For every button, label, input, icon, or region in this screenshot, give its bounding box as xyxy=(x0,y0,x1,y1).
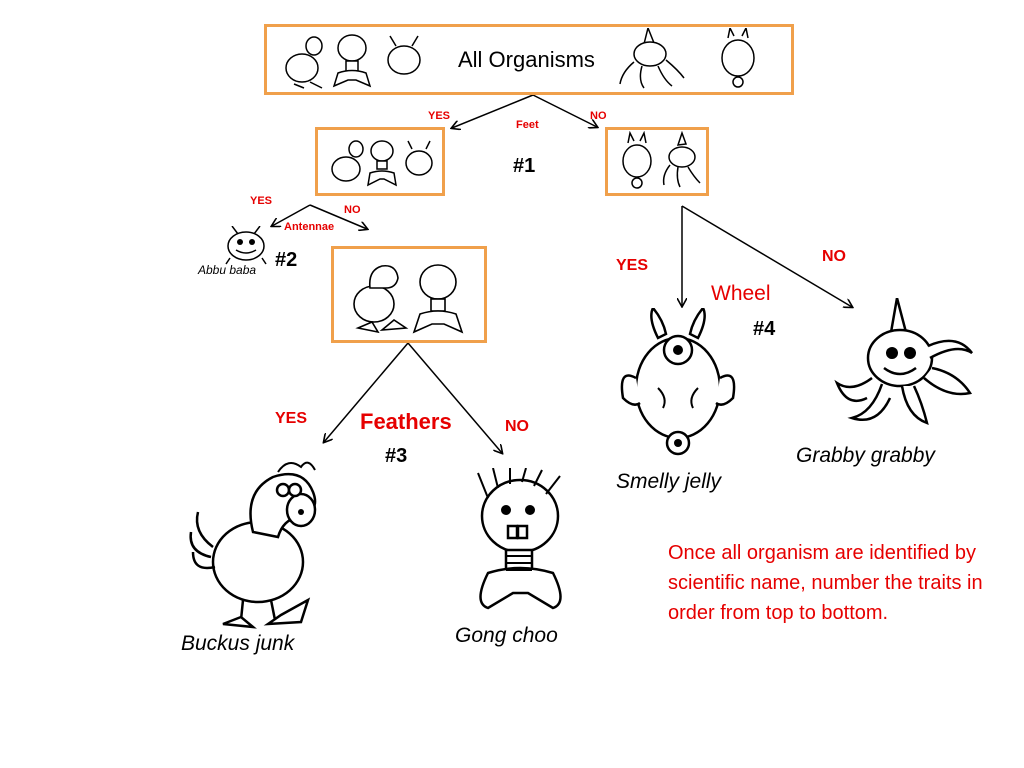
arrow-feet-yes xyxy=(272,204,311,226)
feathers-trait-label: Feathers xyxy=(360,409,452,434)
feet-trait-label: Feet xyxy=(516,119,539,131)
antennae-trait-label: Antennae xyxy=(284,221,335,233)
root-title: All Organisms xyxy=(458,47,595,72)
arrow-wheel-no xyxy=(681,205,852,307)
antennae-no-box xyxy=(331,246,487,343)
organism-name-grabby-grabby: Grabby grabby xyxy=(796,444,935,467)
feet-yes-label: YES xyxy=(428,110,451,122)
octopus-unicorn-icon xyxy=(834,298,973,425)
feathers-yes-label: YES xyxy=(275,410,308,427)
root-wheeled-creature-icon xyxy=(721,28,755,88)
wheel-trait-label: Wheel xyxy=(711,282,771,305)
node-number-3: #3 xyxy=(385,445,408,467)
bird-creature-icon xyxy=(189,461,317,629)
arrow-feet-no xyxy=(309,204,367,229)
node-number-2: #2 xyxy=(275,249,298,271)
wheel-no-label: NO xyxy=(822,248,846,265)
node-number-4: #4 xyxy=(753,318,776,340)
node-number-1: #1 xyxy=(513,155,536,177)
organism-name-smelly-jelly: Smelly jelly xyxy=(616,470,722,493)
root-octopus-creature-icon xyxy=(619,28,685,89)
instruction-note: Once all organism are identified by scie… xyxy=(668,542,983,624)
arrow-feathers-no xyxy=(407,342,502,453)
antenna-creature-icon xyxy=(225,226,267,265)
root-bird-creature-icon xyxy=(285,36,323,89)
feet-no-box xyxy=(605,127,709,196)
antennae-no-label: NO xyxy=(344,204,361,216)
antennae-no-thumbnails xyxy=(353,264,464,334)
wheel-yes-label: YES xyxy=(616,257,649,274)
shaggy-hair-creature-icon xyxy=(477,468,562,610)
root-thumbnails xyxy=(285,28,755,89)
arrow-root-no xyxy=(532,94,597,127)
root-shaggy-creature-icon xyxy=(332,34,372,88)
feet-yes-thumbnails xyxy=(331,140,433,187)
organism-name-gong-choo: Gong choo xyxy=(455,624,558,647)
root-box xyxy=(264,24,794,95)
organism-name-abbu-baba: Abbu baba xyxy=(198,263,257,277)
feet-no-thumbnails xyxy=(622,131,701,189)
arrow-feathers-yes xyxy=(324,342,409,442)
arrow-root-yes xyxy=(452,94,534,128)
wheeled-horned-creature-icon xyxy=(620,308,736,456)
feathers-no-label: NO xyxy=(505,418,529,435)
root-antenna-creature-icon xyxy=(387,35,421,75)
feet-no-label: NO xyxy=(590,110,607,122)
feet-yes-box xyxy=(315,127,445,196)
organism-name-buckus-junk: Buckus junk xyxy=(181,632,295,655)
antennae-yes-label: YES xyxy=(250,195,273,207)
